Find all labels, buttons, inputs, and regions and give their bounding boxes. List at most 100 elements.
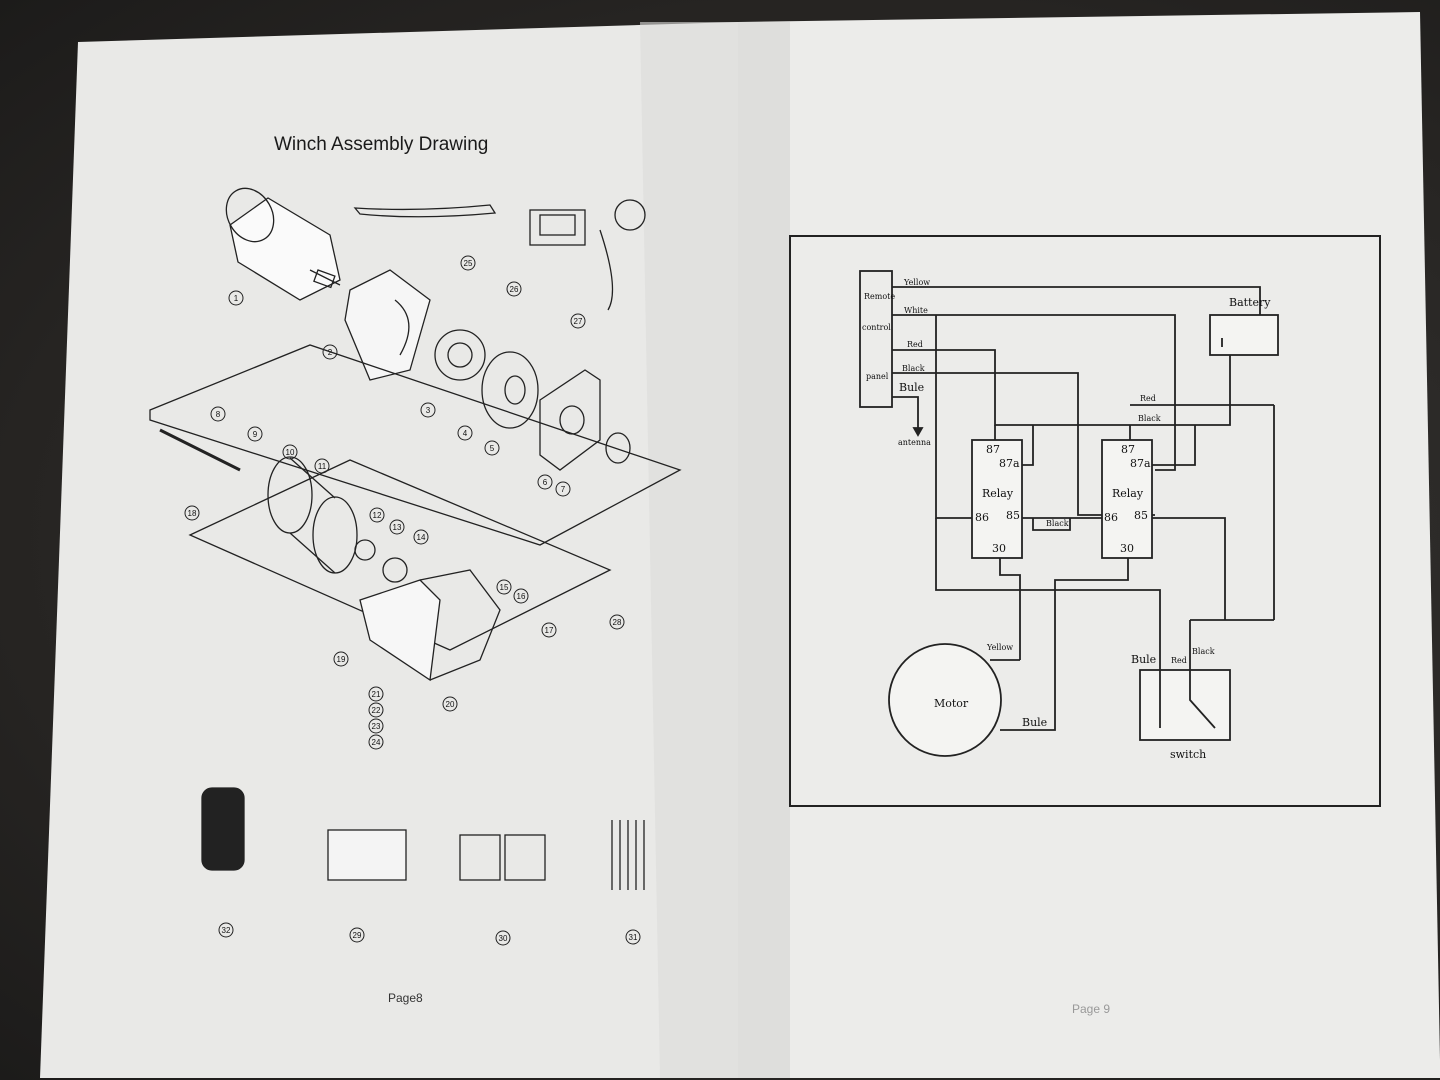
wire-label-yellow-top: Yellow (903, 278, 930, 287)
part-callout-22: 22 (368, 702, 384, 718)
right-page-paper (738, 12, 1440, 1078)
part-callout-4: 4 (457, 425, 473, 441)
part-callout-13: 13 (389, 519, 405, 535)
part-callout-25: 25 (460, 255, 476, 271)
assembly-title: Winch Assembly Drawing (274, 134, 488, 155)
part-callout-20: 20 (442, 696, 458, 712)
relay-left-name: Relay (982, 487, 1014, 500)
relay-right-87: 87 (1121, 443, 1135, 456)
part-callout-17: 17 (541, 622, 557, 638)
part-callout-27: 27 (570, 313, 586, 329)
wire-label-red-right: Red (1140, 394, 1156, 403)
wire-label-black-left: Black (902, 364, 925, 373)
svg-text:21: 21 (372, 690, 381, 699)
part-callout-11: 11 (314, 458, 330, 474)
svg-text:11: 11 (318, 462, 327, 471)
svg-text:27: 27 (574, 317, 583, 326)
wire-label-red-switch: Red (1171, 656, 1187, 665)
left-page-number: Page8 (388, 991, 423, 1005)
relay-right-name: Relay (1112, 487, 1144, 500)
antenna-label: antenna (898, 438, 931, 447)
relay-left-87: 87 (986, 443, 1000, 456)
svg-text:28: 28 (613, 618, 622, 627)
wire-label-black-mid: Black (1046, 519, 1069, 528)
relay-left-86: 86 (975, 511, 989, 524)
part-callout-12: 12 (369, 507, 385, 523)
svg-text:26: 26 (510, 285, 519, 294)
wire-label-white: White (904, 306, 928, 315)
part-callout-2: 2 (322, 344, 338, 360)
relay-left-85: 85 (1006, 509, 1020, 522)
svg-text:24: 24 (372, 738, 381, 747)
svg-text:18: 18 (188, 509, 197, 518)
part-callout-10: 10 (282, 444, 298, 460)
battery-label: Battery (1229, 296, 1271, 309)
remote-panel-line-3: panel (866, 372, 889, 381)
wire-label-bule-motor: Bule (1022, 716, 1047, 729)
part-callout-9: 9 (247, 426, 263, 442)
relay-left-87a: 87a (999, 457, 1020, 470)
part-callout-6: 6 (537, 474, 553, 490)
svg-text:2: 2 (328, 348, 333, 357)
svg-text:4: 4 (463, 429, 468, 438)
svg-text:29: 29 (353, 931, 362, 940)
svg-text:13: 13 (393, 523, 402, 532)
remote-control-panel-box (859, 270, 893, 408)
part-callout-16: 16 (513, 588, 529, 604)
svg-text:30: 30 (499, 934, 508, 943)
part-callout-3: 3 (420, 402, 436, 418)
right-page-number: Page 9 (1072, 1002, 1110, 1016)
diagram-frame (789, 235, 1381, 807)
wire-label-bule-switch: Bule (1131, 653, 1156, 666)
svg-text:6: 6 (543, 478, 548, 487)
part-callout-5: 5 (484, 440, 500, 456)
remote-panel-line-1: Remote (864, 292, 895, 301)
part-callout-32: 32 (218, 922, 234, 938)
wiring-labels: Remote control panel Yellow White Red Bl… (862, 278, 1271, 761)
svg-text:32: 32 (222, 926, 231, 935)
svg-text:10: 10 (286, 448, 295, 457)
svg-text:8: 8 (216, 410, 221, 419)
part-callout-18: 18 (184, 505, 200, 521)
part-callout-24: 24 (368, 734, 384, 750)
wire-label-red-left: Red (907, 340, 923, 349)
wire-label-yellow-motor: Yellow (986, 643, 1013, 652)
wire-label-black-switch: Black (1192, 647, 1215, 656)
svg-text:31: 31 (629, 933, 638, 942)
part-callout-15: 15 (496, 579, 512, 595)
part-callout-19: 19 (333, 651, 349, 667)
relay-left-30: 30 (992, 542, 1006, 555)
wires (859, 270, 1279, 757)
relay-right-85: 85 (1134, 509, 1148, 522)
part-callout-7: 7 (555, 481, 571, 497)
motor-label: Motor (934, 697, 969, 710)
remote-panel-line-2: control (862, 323, 891, 332)
svg-text:1: 1 (234, 294, 239, 303)
part-callout-23: 23 (368, 718, 384, 734)
part-callout-31: 31 (625, 929, 641, 945)
switch-label: switch (1170, 748, 1206, 761)
svg-text:5: 5 (490, 444, 495, 453)
relay-right-86: 86 (1104, 511, 1118, 524)
relay-right-87a: 87a (1130, 457, 1151, 470)
exploded-view (149, 187, 682, 890)
wire-label-bule-remote: Bule (899, 381, 924, 394)
svg-text:25: 25 (464, 259, 473, 268)
svg-text:20: 20 (446, 700, 455, 709)
svg-text:12: 12 (373, 511, 382, 520)
relay-right-30: 30 (1120, 542, 1134, 555)
part-callout-28: 28 (609, 614, 625, 630)
part-number-callouts: 1 2 3 4 5 6 7 8 9 10 11 12 13 14 15 16 1… (184, 255, 641, 946)
motor-circle (888, 643, 1002, 757)
svg-text:15: 15 (500, 583, 509, 592)
svg-text:23: 23 (372, 722, 381, 731)
wire-label-black-right: Black (1138, 414, 1161, 423)
svg-text:7: 7 (561, 485, 566, 494)
part-callout-8: 8 (210, 406, 226, 422)
part-callout-14: 14 (413, 529, 429, 545)
